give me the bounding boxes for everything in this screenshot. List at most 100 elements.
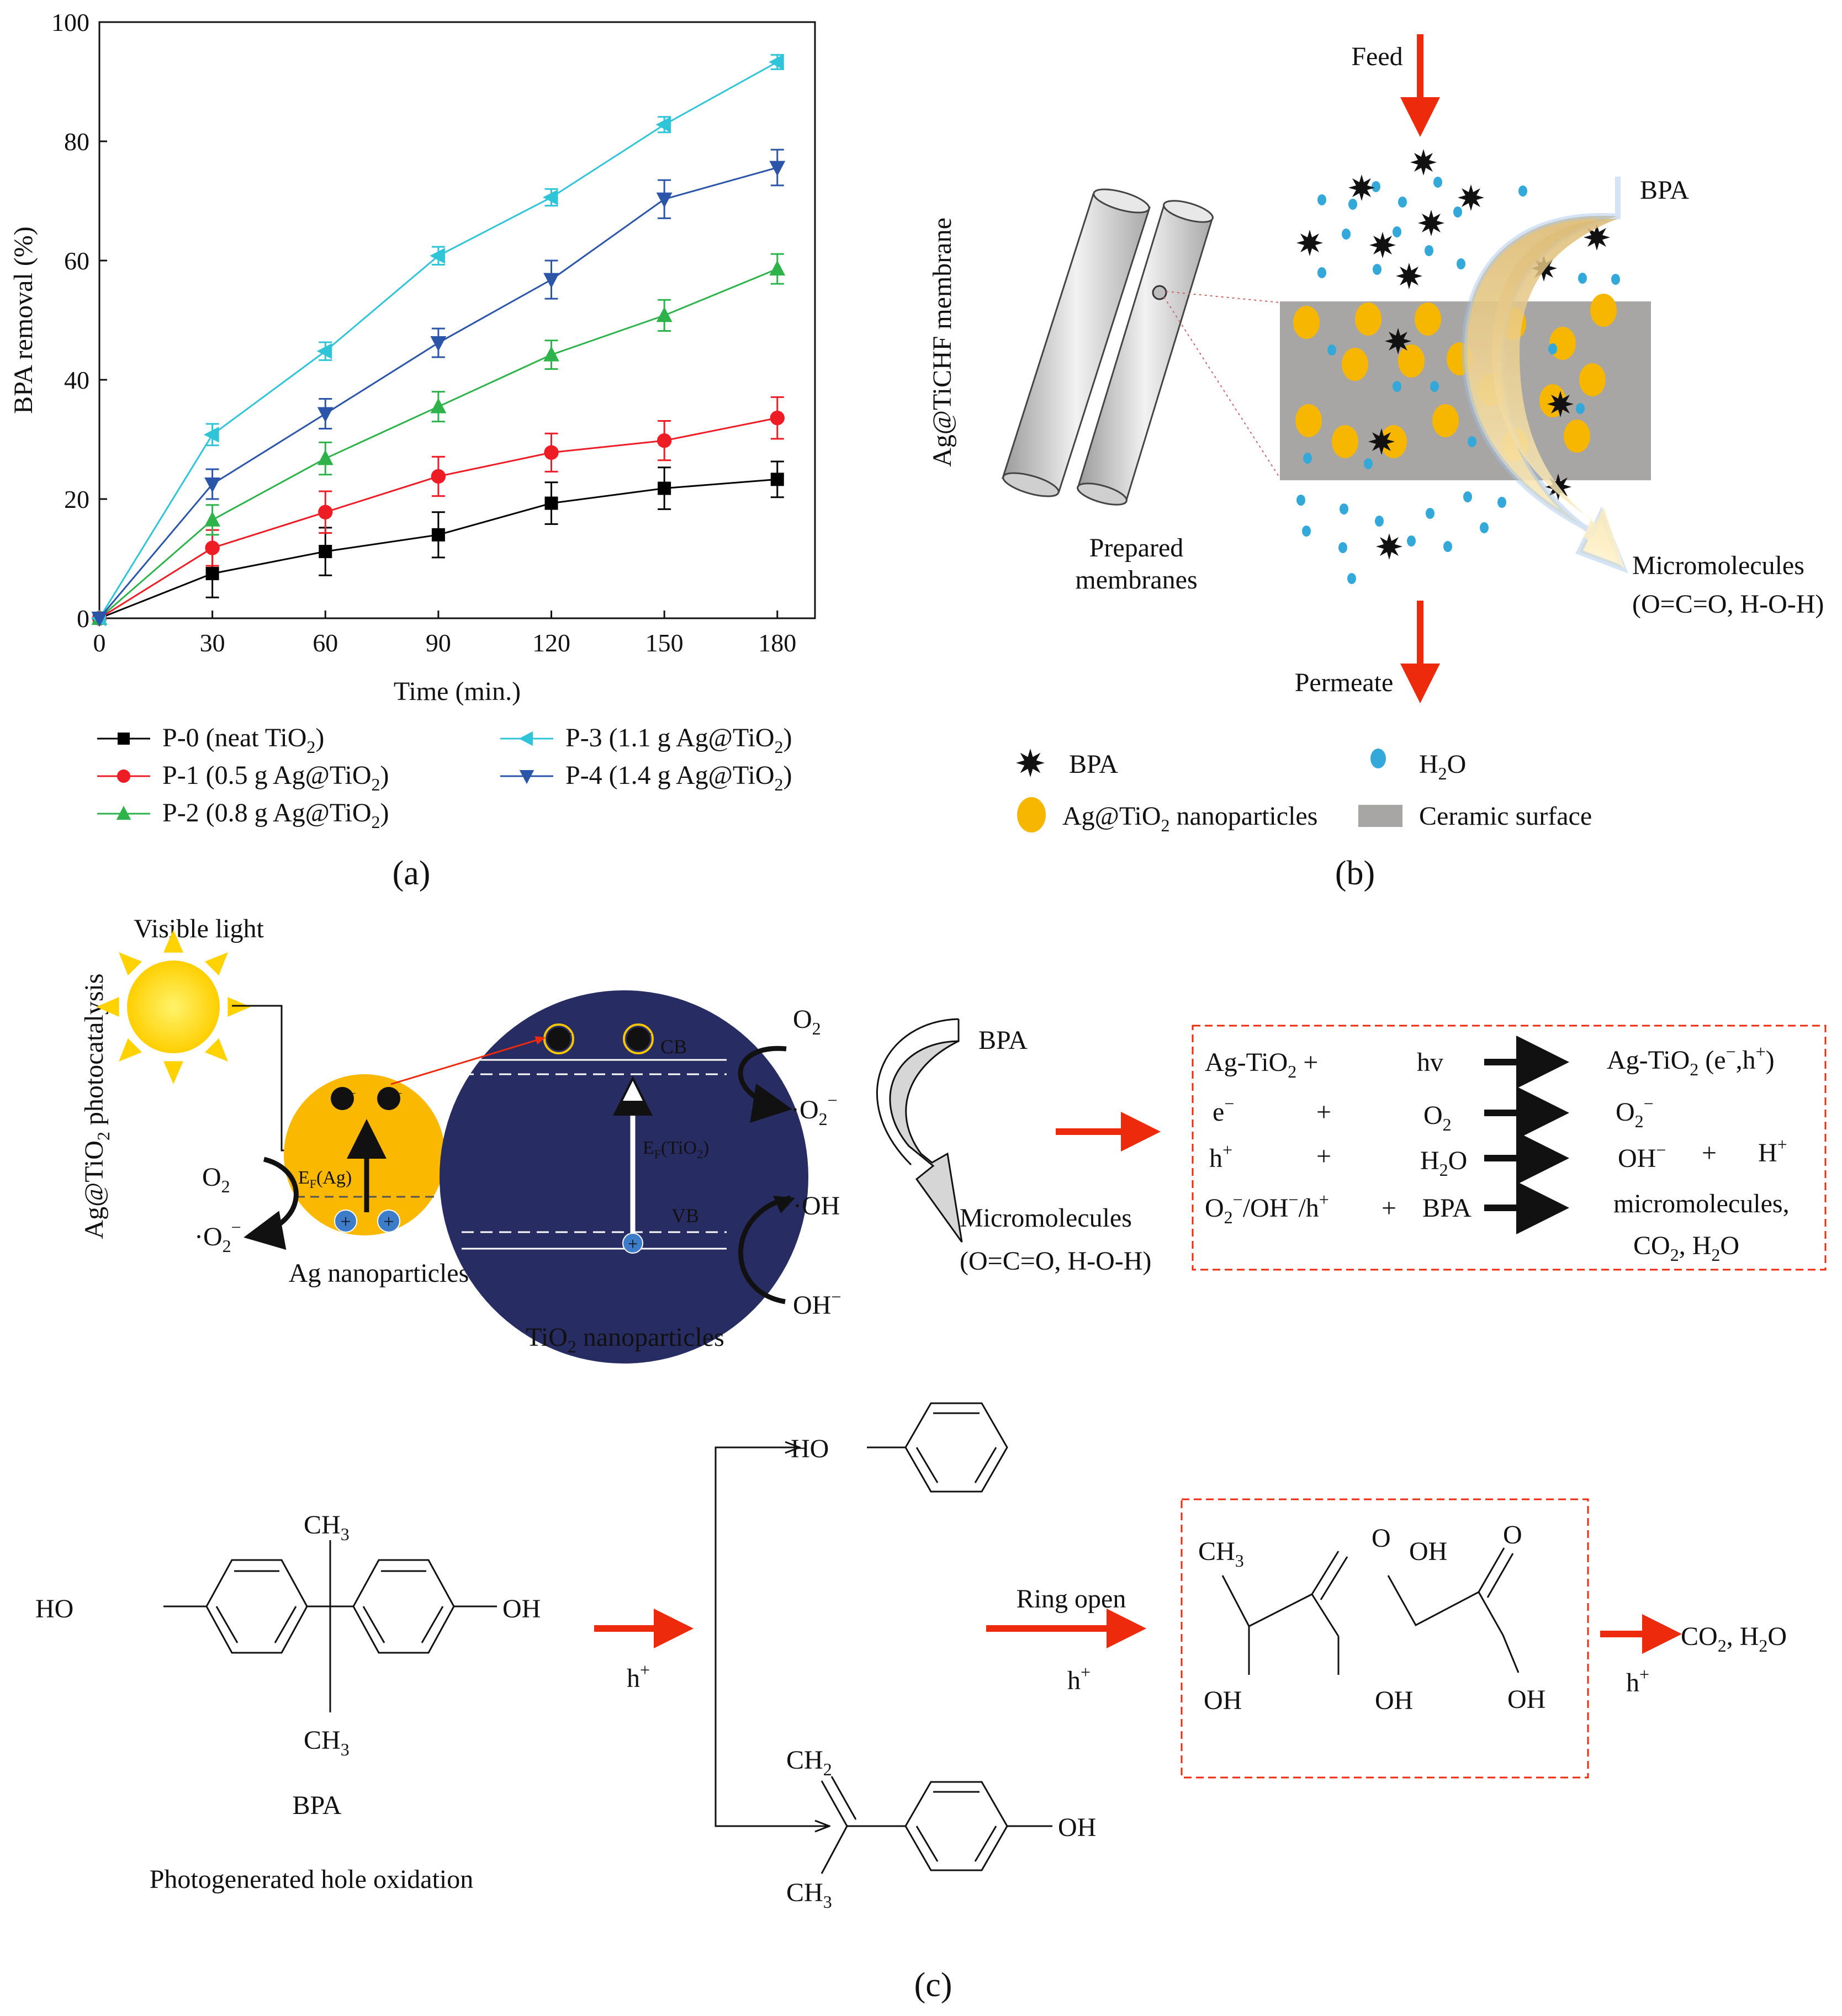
panel-label-a: (a) (393, 855, 431, 892)
x-tick-label: 30 (200, 629, 225, 657)
cb-o2-label: O2 (793, 1005, 821, 1038)
series-4 (91, 148, 786, 627)
svg-text:OH: OH (1409, 1537, 1447, 1566)
water-dot (1443, 541, 1452, 552)
reaction-list: Ag-TiO2 + hv Ag-TiO2 (e−,h+) e− + O2 O2−… (1205, 1042, 1790, 1265)
data-point (544, 496, 558, 510)
y-tick-label: 80 (64, 128, 89, 156)
x-tick-label: 180 (758, 629, 796, 657)
sun-icon (96, 930, 251, 1084)
svg-text:e: e (632, 1030, 640, 1050)
photocatalysis-side-label: Ag@TiO2 photocatalysis (80, 973, 113, 1239)
svg-text:CH2: CH2 (786, 1746, 832, 1779)
svg-text:e: e (336, 1089, 344, 1110)
water-dot (1578, 273, 1587, 284)
svg-text:+: + (1702, 1138, 1717, 1168)
bpa-label-c: BPA (978, 1026, 1028, 1055)
data-point (770, 473, 784, 486)
x-axis-label: Time (min.) (394, 677, 521, 706)
bpa-star (1016, 749, 1045, 777)
panel-label-b: (b) (1335, 855, 1375, 892)
svg-text:h+: h+ (1067, 1662, 1091, 1695)
bpa-arrow-label: BPA (1640, 176, 1689, 205)
tio2-nanoparticle (440, 990, 808, 1364)
svg-text:O: O (1503, 1520, 1522, 1550)
micromolecules-label-b: Micromolecules (1632, 551, 1804, 580)
svg-text:Ag-TiO2 +: Ag-TiO2 + (1205, 1048, 1318, 1081)
electron-icon: e− (377, 1086, 402, 1110)
electron-transfer-arrow (390, 1036, 546, 1085)
series-3 (91, 54, 784, 627)
water-dot (1375, 516, 1384, 527)
svg-text:e−: e− (1213, 1094, 1234, 1127)
particle (1564, 420, 1590, 453)
legend-label: P-2 (0.8 g Ag@TiO2) (162, 798, 389, 832)
legend-marker (518, 731, 533, 746)
photocatalysis-mechanism: Ag@TiO2 photocatalysis Visible light EF(… (80, 914, 1827, 1364)
bpa-star (1368, 428, 1395, 455)
sun-ray (204, 1038, 228, 1062)
data-point (431, 469, 446, 484)
legend-particle-icon (1017, 797, 1046, 832)
water-dot (1433, 177, 1442, 188)
water-dot (1548, 343, 1557, 354)
sun-ray (163, 1061, 183, 1084)
svg-text:HO: HO (35, 1594, 73, 1624)
svg-text:−: − (565, 1027, 572, 1041)
x-tick-label: 120 (532, 629, 570, 657)
svg-text:+: + (1382, 1193, 1396, 1223)
cb-o2rad-label: ·O2− (791, 1090, 838, 1129)
legend-entry-1: P-1 (0.5 g Ag@TiO2) (97, 761, 389, 794)
tio2-caption: TiO2 nanoparticles (526, 1323, 724, 1356)
hole-icon: + (377, 1209, 400, 1233)
electron-icon: e− (543, 1023, 574, 1054)
legend-entry-3: P-3 (1.1 g Ag@TiO2) (500, 723, 792, 757)
svg-text:O: O (1372, 1524, 1391, 1553)
data-point (655, 116, 671, 133)
data-point (430, 247, 445, 264)
ag-o2rad-label: ·O2− (194, 1217, 241, 1256)
ag-electrons: e−e− (331, 1086, 402, 1110)
data-point (317, 407, 334, 423)
prepared-label-1: Prepared (1089, 533, 1184, 563)
sun-ray (204, 952, 228, 976)
particle (1332, 425, 1358, 458)
bpa-star (1458, 184, 1484, 211)
particle (1293, 306, 1320, 339)
data-point (656, 192, 673, 208)
legend-label: P-3 (1.1 g Ag@TiO2) (565, 723, 792, 757)
svg-text:CH3: CH3 (304, 1510, 350, 1544)
membrane-side-label: Ag@TiCHF membrane (928, 217, 957, 467)
water-dot (1364, 458, 1373, 469)
water-dot (1611, 274, 1620, 285)
water-dot (1426, 508, 1435, 519)
particle (1590, 294, 1617, 327)
svg-text:OH−: OH− (1618, 1140, 1666, 1173)
electron-icon: e− (623, 1023, 654, 1054)
svg-text:OH: OH (1375, 1686, 1413, 1715)
particle (1295, 404, 1322, 437)
bpa-molecules (1296, 149, 1610, 560)
bpa-star (1376, 533, 1402, 560)
water-dot (1302, 526, 1311, 537)
bpa-flow-arrow-body (1492, 176, 1624, 569)
hole-oxidation-label: Photogenerated hole oxidation (150, 1865, 474, 1894)
y-tick-label: 20 (64, 485, 89, 513)
x-tick-label: 90 (426, 629, 451, 657)
data-point (544, 445, 559, 460)
svg-text:h+: h+ (1626, 1664, 1649, 1697)
prepared-membranes-tubes (1002, 188, 1280, 506)
data-point (317, 449, 334, 465)
ef-ag-label: EF(Ag) (298, 1168, 352, 1191)
bpa-star (1385, 328, 1411, 354)
svg-text:e: e (382, 1089, 390, 1110)
water-dot (1340, 503, 1348, 514)
water-dot (1303, 453, 1312, 464)
particle (1415, 303, 1441, 336)
reaction-box (1192, 1025, 1827, 1271)
svg-text:O2: O2 (1423, 1101, 1452, 1134)
data-point (657, 433, 672, 448)
